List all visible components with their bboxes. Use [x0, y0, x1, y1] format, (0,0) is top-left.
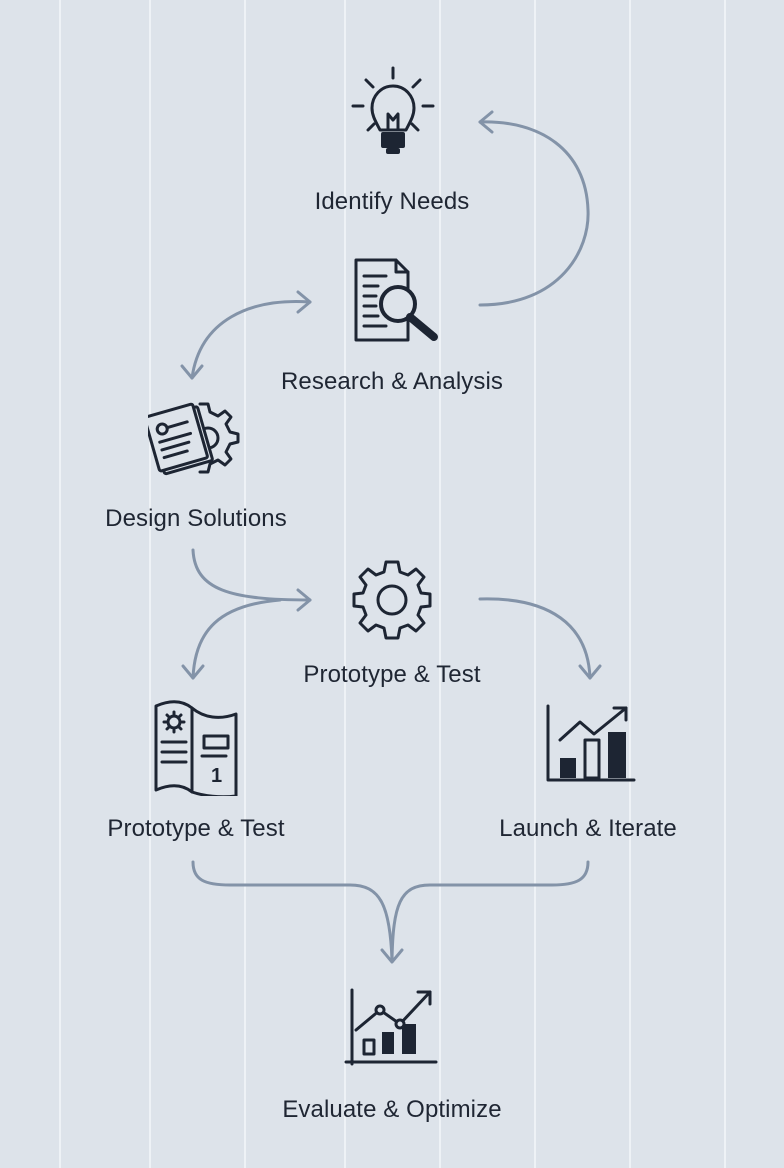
connector-prototype-to-left: [191, 598, 282, 680]
arrowhead-launch: [578, 664, 602, 680]
step-label: Evaluate & Optimize: [282, 1096, 502, 1123]
step-label: Prototype & Test: [107, 815, 285, 842]
svg-text:1: 1: [211, 765, 222, 787]
blueprint-gear-icon: [148, 402, 240, 476]
connector-research-to-identify: [478, 120, 590, 307]
gear-icon: [352, 560, 432, 640]
step-label: Identify Needs: [314, 188, 470, 215]
lightbulb-icon: [351, 66, 435, 154]
arrowhead-identify: [478, 110, 494, 134]
step-label: Launch & Iterate: [499, 815, 677, 842]
document-search-icon: [354, 258, 438, 342]
connector-right-to-evaluate: [390, 860, 590, 962]
step-label: Research & Analysis: [280, 368, 504, 395]
arrowhead-design: [180, 364, 204, 380]
bar-chart-trend-icon: [546, 704, 636, 782]
line-bar-chart-icon: [344, 988, 438, 1066]
step-label: Prototype & Test: [303, 661, 481, 688]
connector-design-to-prototype: [191, 548, 312, 602]
arrowhead-research: [296, 290, 312, 314]
arrowhead-evaluate: [380, 948, 404, 964]
folded-plan-icon: 1: [154, 700, 238, 796]
arrowhead-prototype: [296, 588, 312, 612]
arrowhead-left: [181, 664, 205, 680]
connector-left-to-evaluate: [191, 860, 394, 962]
step-label: Design Solutions: [105, 505, 287, 532]
connector-prototype-to-launch: [478, 597, 592, 680]
connector-research-design: [190, 300, 312, 380]
